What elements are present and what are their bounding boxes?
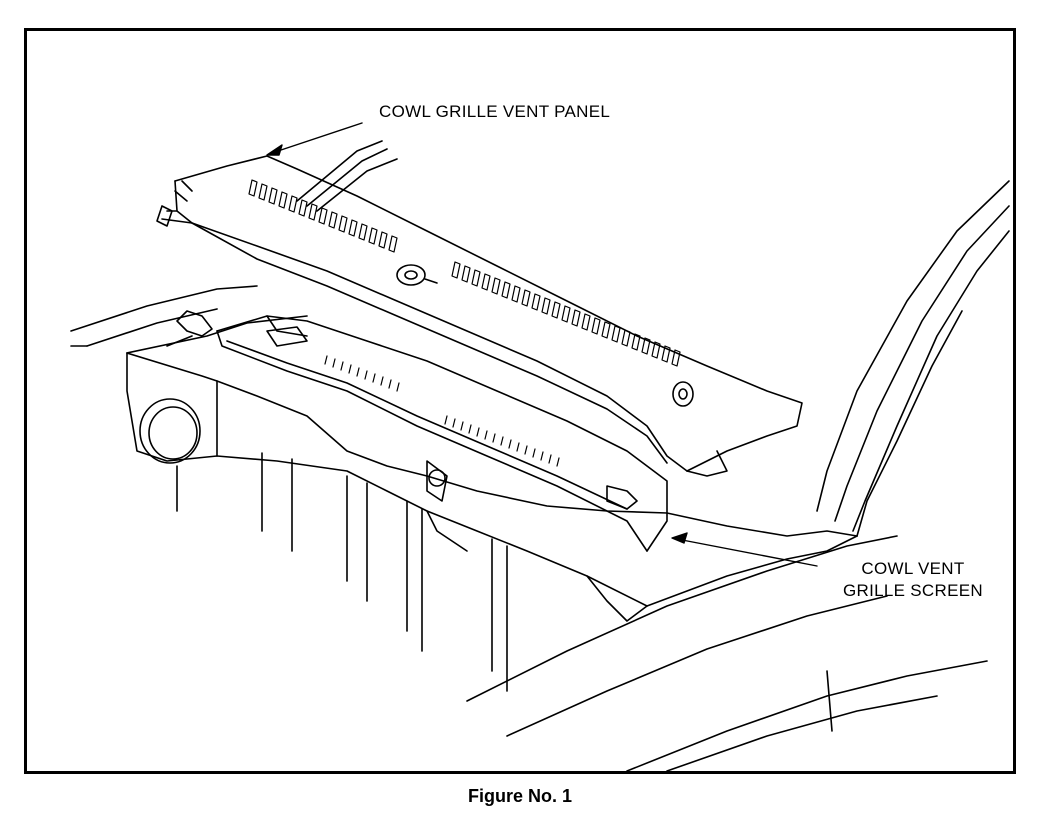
vent-panel-slots: [248, 179, 681, 367]
firewall-lines: [176, 452, 508, 692]
left-fender: [70, 285, 258, 347]
figure-caption: Figure No. 1: [467, 786, 572, 806]
figure-frame: COWL GRILLE VENT PANEL COWL VENT GRILLE …: [24, 28, 1016, 774]
windshield-pillar: [816, 180, 1010, 537]
grille-vent-panel: [156, 155, 803, 477]
panel-grommet: [672, 381, 694, 407]
grille-screen-slots: [324, 355, 560, 467]
callout-arrows: [266, 122, 818, 567]
cowl-illustration: [70, 122, 1010, 771]
callout-screen-line2: GRILLE SCREEN: [843, 581, 983, 600]
callout-cowl-grille-vent-panel: COWL GRILLE VENT PANEL: [379, 102, 611, 121]
duct-opening: [139, 398, 201, 464]
cowl-body: [126, 315, 858, 622]
windshield-edge: [296, 140, 398, 212]
callout-screen-line1: COWL VENT: [861, 559, 965, 578]
grille-screen: [216, 315, 668, 552]
callout-cowl-vent-grille-screen: COWL VENT GRILLE SCREEN: [843, 558, 983, 602]
left-clip: [166, 310, 213, 347]
washer-nozzle: [396, 264, 438, 286]
lower-body-lines: [466, 535, 988, 771]
